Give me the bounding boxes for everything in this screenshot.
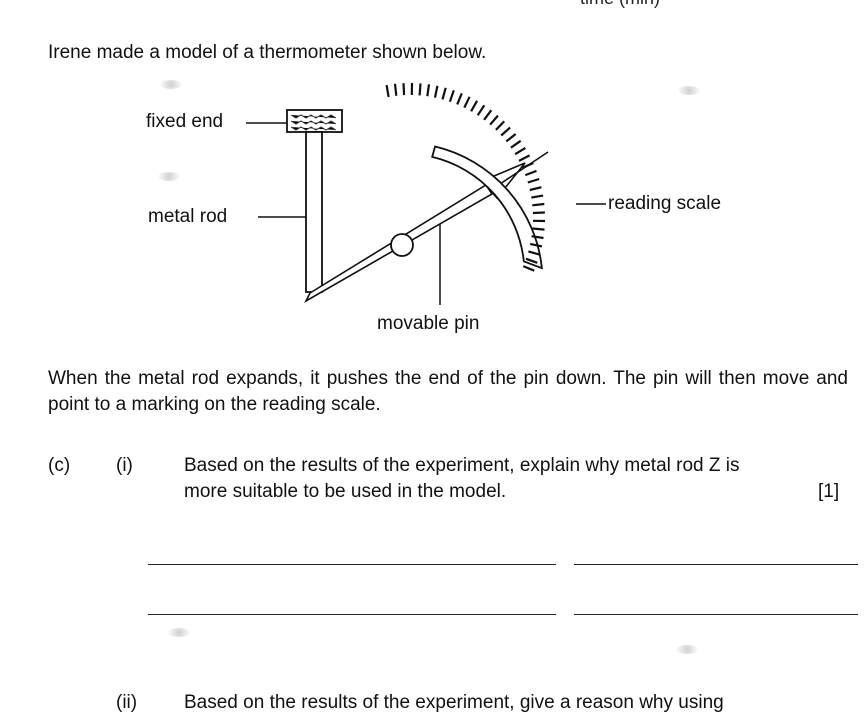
scale-tick (531, 194, 544, 199)
part-ii-label: (ii) (116, 692, 138, 713)
scale-tick (521, 161, 534, 169)
scale-tick (529, 242, 543, 248)
movable-pin-label: movable pin (377, 313, 480, 334)
scale-tick (476, 104, 486, 116)
movable-pin (304, 151, 549, 304)
fixed-end-block (286, 109, 343, 133)
part-i-marks: [1] (818, 481, 840, 502)
scale-tick (393, 83, 398, 96)
thermometer-model-diagram (246, 82, 606, 305)
scale-tick (532, 211, 545, 215)
cut-off-axis-label: time (min) (580, 0, 660, 9)
scale-tick (514, 146, 526, 156)
scan-speck (160, 80, 182, 89)
scale-tick (500, 126, 511, 137)
scale-tick (532, 227, 545, 231)
scale-tick (528, 250, 541, 256)
scale-tick (441, 87, 447, 100)
scan-speck (678, 86, 700, 95)
scale-tick (525, 257, 538, 264)
part-i-question-line1: Based on the results of the experiment, … (184, 455, 740, 476)
part-i-question-line2: more suitable to be used in the model. (184, 481, 507, 502)
intro-text: Irene made a model of a thermometer show… (48, 42, 487, 63)
scale-tick (433, 85, 439, 98)
question-c-label: (c) (48, 455, 71, 476)
scale-tick (483, 109, 493, 121)
scale-tick (489, 114, 499, 126)
scan-speck (158, 172, 180, 181)
scale-tick (463, 96, 471, 109)
scale-tick (418, 83, 422, 96)
reading-scale-label: reading scale (608, 193, 722, 214)
scale-tick (531, 235, 544, 240)
fixed-end-label: fixed end (146, 111, 224, 132)
scan-speck (676, 645, 698, 654)
scale-tick (524, 169, 537, 177)
answer-line[interactable] (574, 614, 858, 615)
answer-line[interactable] (148, 614, 556, 615)
scan-speck (168, 628, 190, 637)
scale-tick (495, 120, 505, 131)
scale-tick (402, 83, 406, 96)
scale-tick (456, 92, 463, 105)
scale-tick (385, 84, 390, 98)
pivot-circle (390, 233, 414, 257)
part-i-label: (i) (116, 455, 133, 476)
scale-tick (448, 89, 455, 103)
scale-tick (527, 177, 540, 184)
scale-tick (532, 202, 545, 207)
reading-scale-arc (385, 82, 546, 272)
metal-rod-label: metal rod (148, 206, 228, 227)
scale-tick (522, 265, 535, 272)
part-ii-question-line1: Based on the results of the experiment, … (184, 692, 724, 713)
answer-line[interactable] (574, 564, 858, 565)
answer-line[interactable] (148, 564, 556, 565)
scale-tick (426, 84, 431, 97)
scale-tick (510, 139, 522, 149)
scale-tick (518, 154, 531, 162)
metal-rod (305, 131, 323, 293)
explanation-paragraph: When the metal rod expands, it pushes th… (48, 368, 848, 415)
scale-tick (529, 186, 542, 192)
scale-tick (470, 100, 479, 112)
scale-tick (505, 133, 517, 143)
